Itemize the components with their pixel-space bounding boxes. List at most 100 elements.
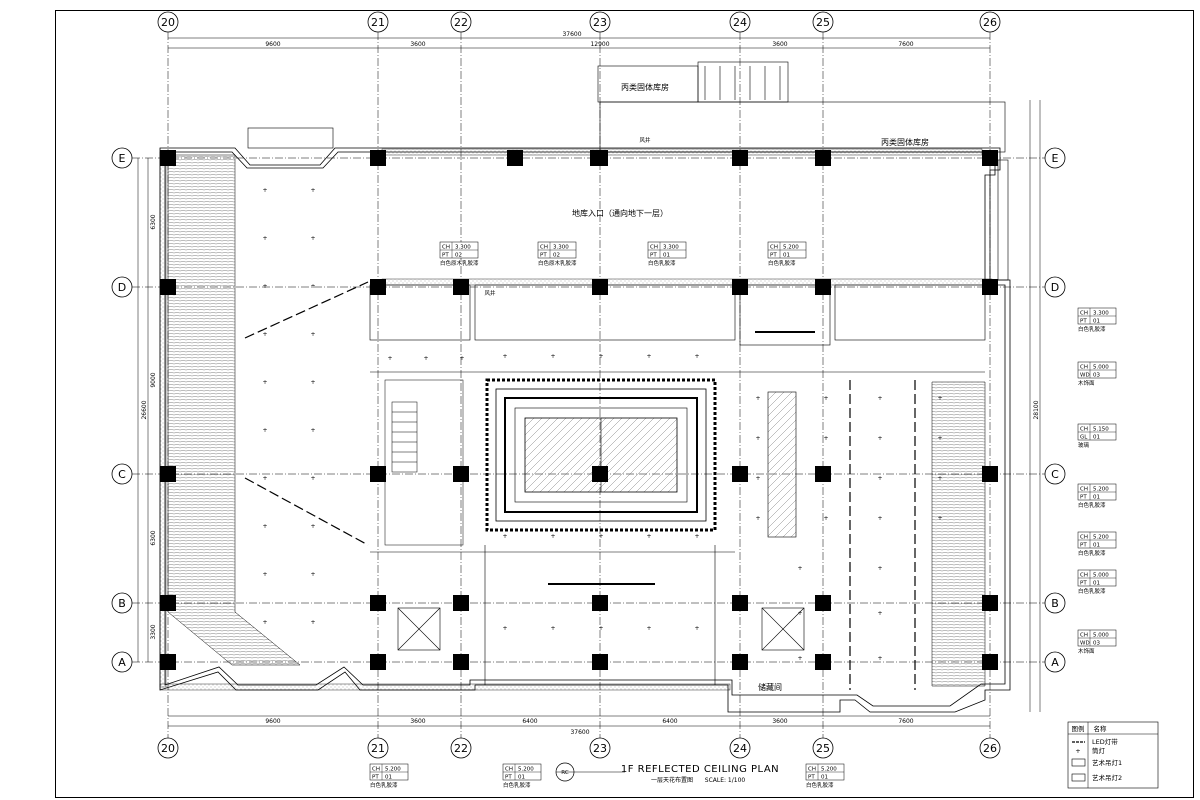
dim-bottom-total: 37600 <box>570 729 589 736</box>
svg-text:+: + <box>1075 747 1080 755</box>
downlight: + <box>310 235 315 242</box>
legend-item: 筒灯 <box>1092 746 1106 755</box>
svg-text:01: 01 <box>1093 495 1100 501</box>
downlight: + <box>550 625 555 632</box>
svg-text:5.200: 5.200 <box>821 767 837 773</box>
downlight: + <box>877 395 882 402</box>
axis-bubble-row-A: A <box>1044 651 1066 673</box>
svg-text:CH: CH <box>442 245 450 251</box>
room-label-shaft: 风井 <box>484 289 496 297</box>
axis-bubble-col-20: 20 <box>157 737 179 759</box>
svg-text:CH: CH <box>372 767 380 773</box>
axis-bubble-col-21: 21 <box>367 11 389 33</box>
axis-bubble-col-21: 21 <box>367 737 389 759</box>
drawing-title: 1F REFLECTED CEILING PLAN <box>621 764 779 775</box>
downlight: + <box>262 571 267 578</box>
downlight: + <box>262 235 267 242</box>
downlight: + <box>937 475 942 482</box>
svg-text:5.200: 5.200 <box>1093 535 1109 541</box>
downlight: + <box>502 625 507 632</box>
downlight: + <box>755 515 760 522</box>
structural-column <box>592 654 608 670</box>
svg-text:PT: PT <box>540 253 547 259</box>
svg-text:白色乳胶漆: 白色乳胶漆 <box>768 259 796 267</box>
downlight: + <box>646 353 651 360</box>
svg-text:03: 03 <box>1093 641 1100 647</box>
dim-bottom-seg: 6400 <box>662 718 677 725</box>
room-label-storage-top-right: 丙类固体库房 <box>881 137 929 147</box>
downlight: + <box>262 619 267 626</box>
corridor-stipple-mid <box>381 278 993 286</box>
structural-column <box>732 654 748 670</box>
downlight: + <box>262 523 267 530</box>
svg-text:白色乳胶漆: 白色乳胶漆 <box>370 781 398 789</box>
downlight: + <box>937 395 942 402</box>
svg-text:CH: CH <box>1080 573 1088 579</box>
structural-column <box>592 279 608 295</box>
svg-text:26: 26 <box>983 16 997 29</box>
downlight: + <box>877 435 882 442</box>
downlight: + <box>755 475 760 482</box>
drawing-subtitle: 一层天花布置图 <box>651 776 693 784</box>
svg-text:25: 25 <box>816 16 830 29</box>
svg-text:PT: PT <box>650 253 657 259</box>
svg-text:CH: CH <box>1080 633 1088 639</box>
structural-column <box>507 150 523 166</box>
downlight: + <box>262 331 267 338</box>
axis-bubble-row-A: A <box>111 651 133 673</box>
downlight: + <box>310 523 315 530</box>
downlight: + <box>598 533 603 540</box>
svg-text:5.200: 5.200 <box>518 767 534 773</box>
svg-text:PT: PT <box>1080 495 1087 501</box>
svg-text:21: 21 <box>371 16 385 29</box>
svg-text:CH: CH <box>1080 365 1088 371</box>
dim-right-total: 28100 <box>1033 400 1040 419</box>
dim-top-seg: 3600 <box>410 41 425 48</box>
dim-top-seg: 9600 <box>265 41 280 48</box>
svg-text:木饰面: 木饰面 <box>1078 379 1095 387</box>
downlight: + <box>694 533 699 540</box>
svg-text:CH: CH <box>1080 487 1088 493</box>
svg-text:白色乳胶漆: 白色乳胶漆 <box>1078 587 1106 595</box>
structural-column <box>732 279 748 295</box>
columns <box>160 150 998 670</box>
downlight: + <box>502 533 507 540</box>
svg-text:23: 23 <box>593 742 607 755</box>
wood-ceiling-left <box>167 154 301 666</box>
downlight: + <box>877 610 882 617</box>
wood-ceiling-right <box>931 381 986 687</box>
structural-column <box>815 595 831 611</box>
structural-column <box>982 654 998 670</box>
structural-column <box>982 150 998 166</box>
dim-bottom-seg: 9600 <box>265 718 280 725</box>
section-mark: RC <box>555 762 625 782</box>
downlight: + <box>823 395 828 402</box>
svg-text:01: 01 <box>1093 543 1100 549</box>
svg-text:PT: PT <box>442 253 449 259</box>
axis-bubble-col-24: 24 <box>729 11 751 33</box>
svg-text:B: B <box>1051 597 1059 610</box>
dim-bottom-seg: 6400 <box>522 718 537 725</box>
downlight: + <box>877 475 882 482</box>
legend: 图例 名称 LED灯带 + 筒灯 艺术吊灯1 艺术吊灯2 <box>1067 721 1159 789</box>
downlight: + <box>877 655 882 662</box>
downlight: + <box>937 435 942 442</box>
axis-bubble-row-D: D <box>111 276 133 298</box>
axis-bubble-col-25: 25 <box>812 737 834 759</box>
svg-text:02: 02 <box>455 253 462 259</box>
svg-text:CH: CH <box>770 245 778 251</box>
dim-left-seg: 3300 <box>150 624 157 639</box>
dim-top-seg: 12900 <box>590 41 609 48</box>
legend-item: 艺术吊灯2 <box>1092 773 1122 782</box>
svg-text:C: C <box>118 468 126 481</box>
svg-text:PT: PT <box>1080 543 1087 549</box>
dim-top-total: 37600 <box>562 31 581 38</box>
structural-column <box>732 595 748 611</box>
svg-text:PT: PT <box>505 775 512 781</box>
